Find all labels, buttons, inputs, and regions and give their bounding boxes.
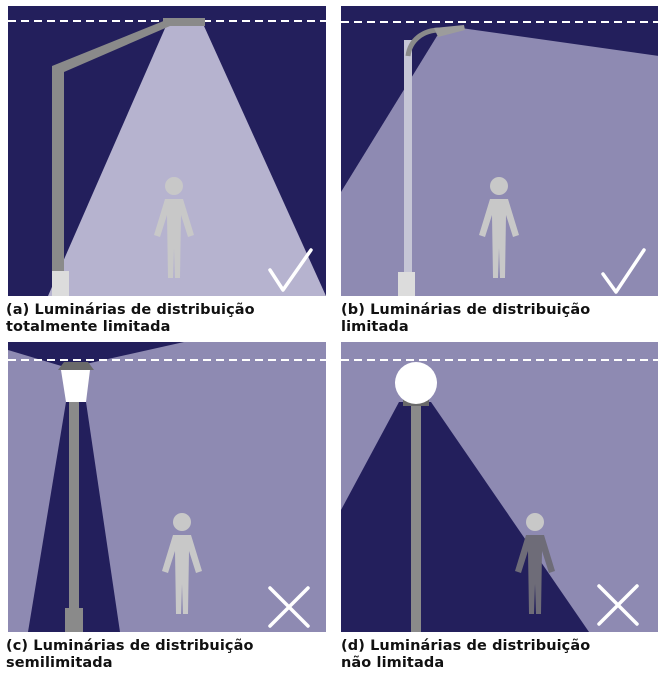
caption-line-1: (b) Luminárias de distribuição [341, 302, 591, 318]
pedestrian-figure [154, 177, 194, 278]
caption-line-2: não limitada [341, 655, 445, 671]
pedestrian-figure [162, 513, 202, 614]
caption-line-1: (d) Luminárias de distribuição [341, 638, 591, 654]
pole-base [52, 271, 69, 296]
panel-semi-limited [8, 342, 326, 632]
caption-limited: (b) Luminárias de distribuição limitada [341, 302, 658, 336]
street-light-pole [404, 25, 465, 296]
street-light-pole [58, 362, 94, 632]
caption-line-1: (a) Luminárias de distribuição [6, 302, 255, 318]
limited-illustration [341, 6, 658, 296]
street-light-pole [395, 362, 437, 632]
caption-line-2: semilimitada [6, 655, 113, 671]
pole-base [65, 608, 83, 632]
panel-fully-limited [8, 6, 326, 296]
shadow-cone [341, 402, 589, 632]
street-light-pole [52, 18, 205, 296]
caption-semi-limited: (c) Luminárias de distribuição semilimit… [6, 638, 324, 672]
semi-limited-illustration [8, 342, 326, 632]
check-icon [268, 248, 313, 292]
check-icon [601, 248, 646, 294]
cross-icon [597, 584, 639, 626]
fully-limited-illustration [8, 6, 326, 296]
non-limited-illustration [341, 342, 658, 632]
panel-non-limited [341, 342, 658, 632]
pedestrian-figure [479, 177, 519, 278]
pole-base [398, 272, 415, 296]
caption-fully-limited: (a) Luminárias de distribuição totalment… [6, 302, 324, 336]
cross-icon [268, 586, 310, 628]
light-spread [341, 28, 658, 296]
caption-line-2: limitada [341, 319, 409, 335]
caption-line-1: (c) Luminárias de distribuição [6, 638, 254, 654]
pedestrian-figure [515, 513, 555, 614]
dark-sky-band [8, 342, 184, 368]
light-cone [48, 26, 326, 296]
caption-line-2: totalmente limitada [6, 319, 171, 335]
panel-limited [341, 6, 658, 296]
caption-non-limited: (d) Luminárias de distribuição não limit… [341, 638, 658, 672]
